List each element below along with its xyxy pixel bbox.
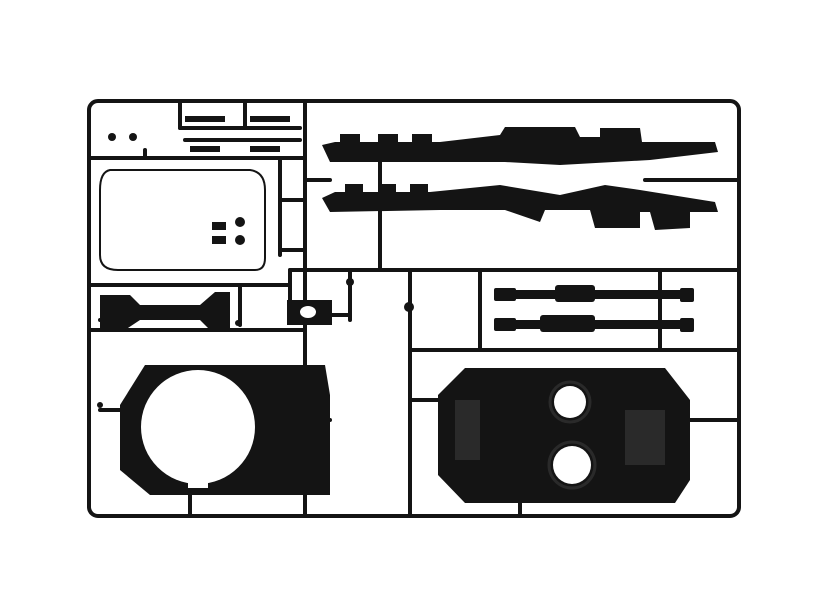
guard-tab-1 — [340, 134, 360, 143]
wire-loop — [99, 169, 266, 271]
sprue-outer-frame — [87, 99, 741, 518]
guard-tab-3 — [412, 134, 432, 143]
track-guard-lower — [322, 184, 718, 230]
guard-tab-6 — [410, 184, 428, 193]
sprue-gates — [97, 278, 414, 408]
clip-part — [287, 300, 332, 325]
guard-tab-5 — [378, 184, 396, 193]
gun-barrel-lower — [494, 315, 694, 332]
guard-tab-2 — [378, 134, 398, 143]
guard-tab-4 — [345, 184, 363, 193]
track-guard-upper — [322, 127, 718, 165]
hatch-hole-2 — [553, 446, 591, 484]
hull-deck-plate — [438, 368, 690, 503]
sprue-frame — [87, 99, 741, 518]
turret-ring-hole — [141, 370, 255, 484]
handle-parts — [108, 116, 290, 245]
small-bracket — [100, 292, 230, 330]
turret-ring-plate — [120, 365, 330, 495]
gun-barrel-upper — [494, 285, 694, 302]
hatch-hole-1 — [554, 386, 586, 418]
